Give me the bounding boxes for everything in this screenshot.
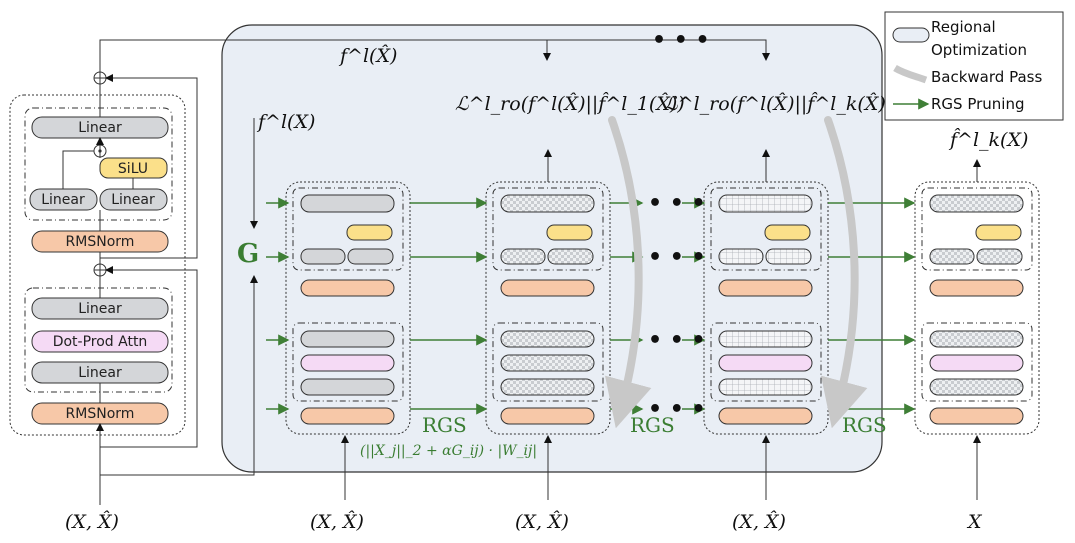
block4-silu <box>975 224 1022 241</box>
block2-attn <box>500 354 595 372</box>
mlp-linear-left-label: Linear <box>41 192 85 208</box>
block3-linear-top <box>718 194 813 213</box>
silu-label: SiLU <box>118 161 148 177</box>
fhat-k-label: f̂^l_k(X) <box>948 128 1028 151</box>
block4-attn-linear-top <box>929 330 1024 348</box>
input-x: X <box>966 511 983 533</box>
ellipsis-3: • • • <box>648 328 706 353</box>
legend-backward-swatch <box>893 64 928 84</box>
block3-attn-linear-top <box>718 330 813 348</box>
block4-mlp-region <box>921 187 1033 271</box>
input-1: (X, X̂) <box>310 511 364 533</box>
attn-linear-top-label: Linear <box>78 301 122 317</box>
ellipsis-4: • • • <box>648 397 706 422</box>
rgs-label-3: RGS <box>842 413 887 437</box>
gradient-g: G <box>237 239 259 269</box>
block4-outline <box>914 181 1040 435</box>
block2-linear-right <box>547 248 594 265</box>
rgs-label-1: RGS <box>422 413 467 437</box>
block4-attn-region <box>921 322 1033 402</box>
block3-attn <box>718 354 813 372</box>
loss-1: ℒ^l_ro(f^l(X̂)||f̂^l_1(X̂)) <box>455 92 685 115</box>
block2-attn-region <box>492 322 604 402</box>
mlp-linear-top-label: Linear <box>78 120 122 136</box>
block3-rmsnorm-bot <box>718 407 813 425</box>
block1-rmsnorm-bot <box>300 407 395 425</box>
legend-regional: Regional <box>931 18 996 36</box>
ellipsis-2: • • • <box>648 245 706 270</box>
block1-linear-left <box>300 248 346 265</box>
decoder-block-outline <box>9 94 186 436</box>
dot-prod-attn-label: Dot-Prod Attn <box>53 334 148 350</box>
block2-attn-linear-bot <box>500 378 595 396</box>
block1-rmsnorm <box>300 279 395 297</box>
block2-rmsnorm-bot <box>500 407 595 425</box>
legend-optimization: Optimization <box>931 41 1027 59</box>
rmsnorm-mid-label: RMSNorm <box>66 234 135 250</box>
rgs-label-2: RGS <box>630 413 675 437</box>
ellipsis-group: • • • • • • • • • • • • <box>648 191 706 422</box>
rgs-formula: (||X_j||_2 + αG_ij) · |W_ij| <box>360 443 537 459</box>
block3-linear-left <box>718 248 764 265</box>
block1-linear-right <box>347 248 394 265</box>
input-3: (X, X̂) <box>732 511 786 533</box>
block1-outline <box>285 181 411 435</box>
block2-mlp-region <box>492 187 604 271</box>
block1-attn <box>300 354 395 372</box>
block2-rmsnorm <box>500 279 595 297</box>
legend-regional-swatch <box>892 27 930 43</box>
ellipsis-1: • • • <box>648 191 706 216</box>
dot-prod-attn <box>31 330 169 353</box>
mlp-linear-right-label: Linear <box>111 192 155 208</box>
block3-silu <box>764 224 811 241</box>
block3-mlp-region <box>710 187 822 271</box>
block3-attn-region <box>710 322 822 402</box>
block1-attn-region <box>292 322 404 402</box>
top-ellipsis: • • • <box>652 28 710 53</box>
block2-linear-top <box>500 194 595 213</box>
block2-attn-linear-top <box>500 330 595 348</box>
attn-linear-bot-label: Linear <box>78 365 122 381</box>
block1-linear-top <box>300 194 395 213</box>
legend-rgs: RGS Pruning <box>931 95 1025 113</box>
block1-mlp-region <box>292 187 404 271</box>
block4-rmsnorm-bot <box>929 407 1024 425</box>
block2-linear-left <box>500 248 546 265</box>
block4-attn-linear-bot <box>929 378 1024 396</box>
block3-linear-right <box>765 248 812 265</box>
block4-linear-right <box>976 248 1023 265</box>
backward-arrow-2 <box>820 116 868 429</box>
input-2: (X, X̂) <box>515 511 569 533</box>
f-xhat-label: f^l(X̂) <box>338 45 397 67</box>
block1-silu <box>346 224 393 241</box>
block4-linear-left <box>929 248 975 265</box>
attn-region <box>24 287 173 393</box>
block4-attn <box>929 354 1024 372</box>
mlp-region <box>24 107 173 221</box>
block1-attn-linear-top <box>300 330 395 348</box>
input-left: (X, X̂) <box>65 511 119 533</box>
block4-linear-top <box>929 194 1024 213</box>
block3-attn-linear-bot <box>718 378 813 396</box>
block4-rmsnorm <box>929 279 1024 297</box>
legend-backward: Backward Pass <box>931 68 1042 86</box>
loss-k: ℒ^l_ro(f^l(X̂)||f̂^l_k(X̂)) <box>664 92 893 115</box>
f-x-label: f^l(X) <box>256 111 315 133</box>
block3-rmsnorm <box>718 279 813 297</box>
rmsnorm-bot-label: RMSNorm <box>66 406 135 422</box>
block1-attn-linear-bot <box>300 378 395 396</box>
block2-silu <box>546 224 593 241</box>
backward-arrow-1 <box>604 116 652 429</box>
